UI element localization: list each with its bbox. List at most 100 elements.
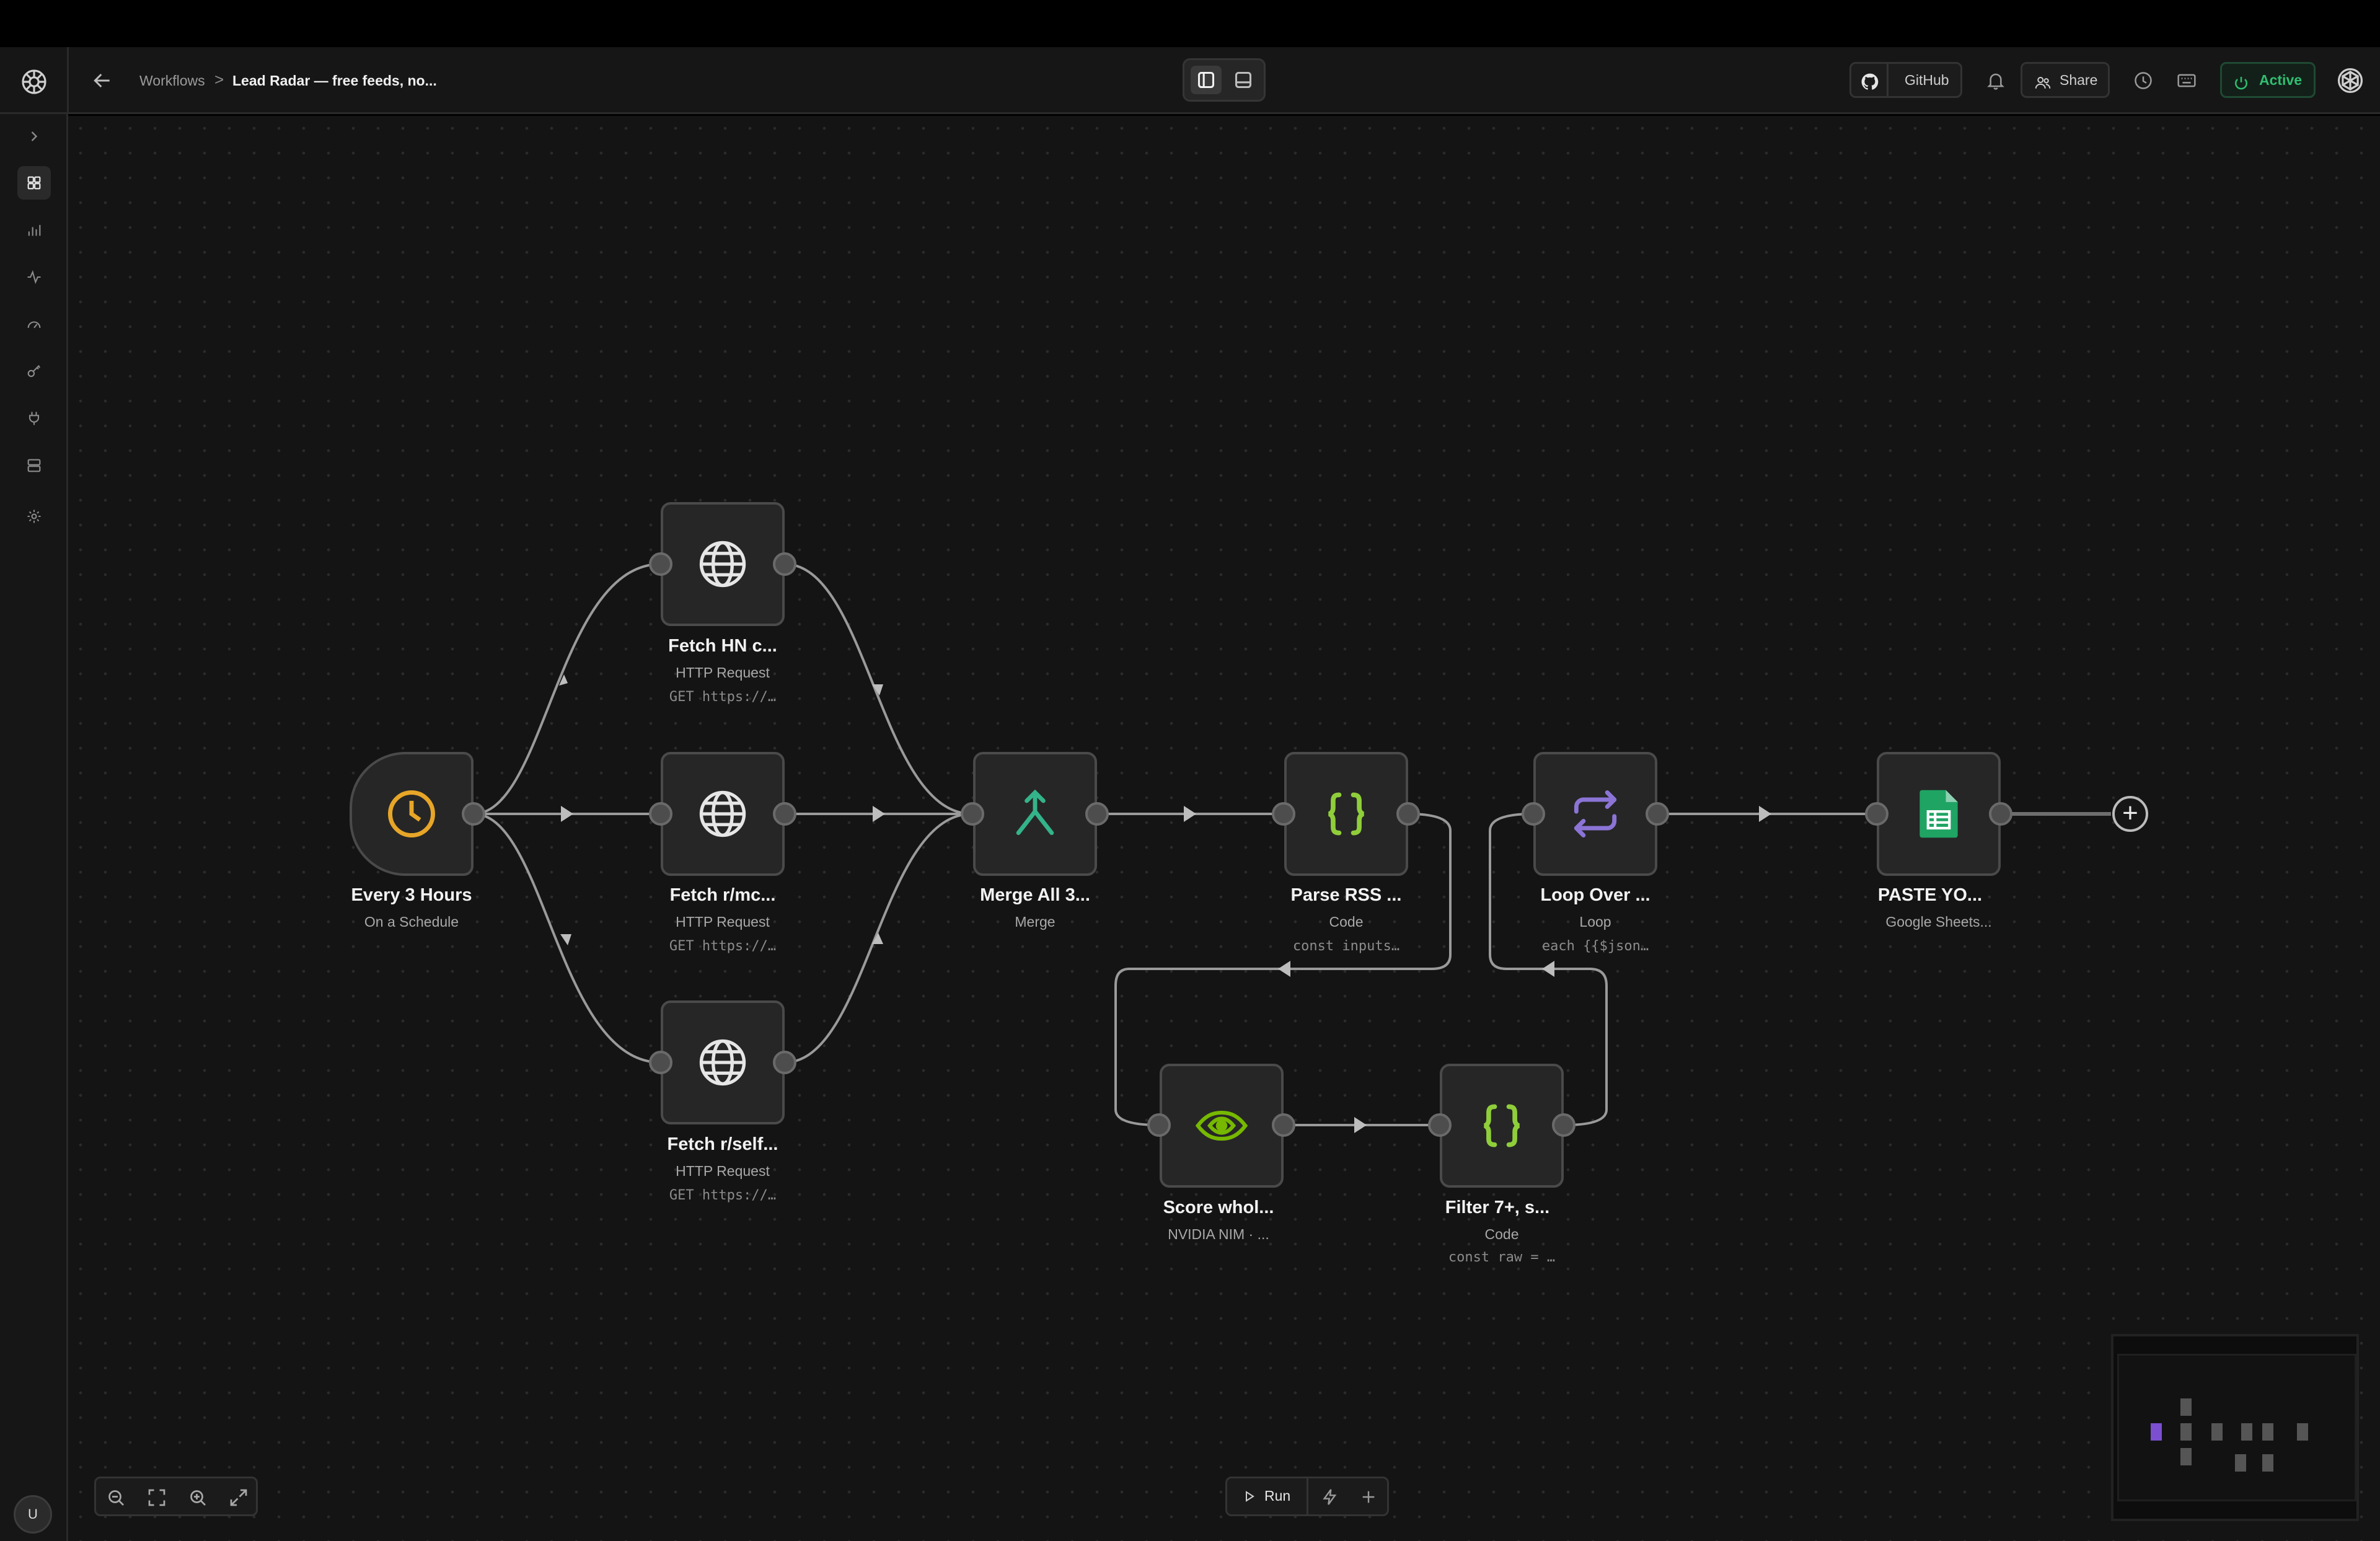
edge-fetch-hn-merge (784, 563, 972, 815)
node-subtitle: HTTP Request (676, 665, 770, 681)
node-fetch-rmc[interactable] (661, 752, 785, 876)
edge-fetch-rself-merge (784, 813, 972, 1064)
node-title: PASTE YO... (1877, 885, 1983, 905)
globe-icon (694, 536, 751, 593)
input-handle[interactable] (1272, 802, 1295, 826)
gauge-icon[interactable] (17, 307, 51, 341)
view-toggle (1183, 58, 1266, 102)
database-icon[interactable] (17, 449, 51, 482)
github-label: GitHub (1905, 72, 1949, 88)
node-subtitle: HTTP Request (676, 1163, 770, 1179)
nvidia-icon (1193, 1097, 1250, 1154)
fit-view-icon[interactable] (146, 1486, 168, 1509)
node-title: Score whol... (1163, 1198, 1274, 1217)
settings-icon[interactable] (17, 500, 51, 533)
run-button[interactable]: Run (1233, 1482, 1302, 1511)
node-code-preview: const inputs… (1292, 938, 1400, 954)
dashboard-icon[interactable] (17, 166, 51, 200)
minimap-node (2180, 1398, 2192, 1416)
add-node-button[interactable]: + (2112, 796, 2148, 832)
input-handle[interactable] (961, 802, 984, 826)
bar-chart-icon[interactable] (17, 213, 51, 247)
minimap[interactable] (2111, 1334, 2359, 1521)
expand-icon[interactable] (17, 120, 51, 153)
input-handle[interactable] (1865, 802, 1889, 826)
input-handle[interactable] (649, 802, 672, 826)
lightning-icon[interactable] (1320, 1487, 1340, 1507)
history-icon[interactable] (2131, 68, 2156, 93)
output-handle[interactable] (1272, 1113, 1295, 1137)
output-handle[interactable] (1989, 802, 2012, 826)
output-handle[interactable] (1646, 802, 1669, 826)
output-handle[interactable] (1396, 802, 1420, 826)
node-code-preview: GET https://… (669, 1188, 777, 1203)
openai-logo-icon[interactable] (2334, 64, 2366, 97)
play-icon (1246, 1491, 1254, 1502)
breadcrumb-separator: > (214, 70, 224, 89)
minimap-node (2262, 1454, 2273, 1472)
node-google-sheets[interactable] (1877, 752, 2001, 876)
node-filter[interactable] (1440, 1064, 1564, 1188)
output-handle[interactable] (1085, 802, 1109, 826)
node-title: Fetch r/mc... (669, 885, 776, 905)
node-schedule-trigger[interactable] (350, 752, 474, 876)
plug-icon[interactable] (17, 402, 51, 435)
bell-icon[interactable] (1983, 68, 2008, 93)
breadcrumb-workflows[interactable]: Workflows (139, 73, 205, 89)
node-title: Fetch HN c... (668, 636, 777, 656)
minimap-node (2180, 1423, 2192, 1441)
node-score-nvidia[interactable] (1160, 1064, 1284, 1188)
zoom-out-icon[interactable] (105, 1486, 127, 1509)
output-handle[interactable] (462, 802, 485, 826)
bottom-panel-layout-icon[interactable] (1228, 66, 1259, 94)
node-code-preview: GET https://… (669, 938, 777, 954)
workflow-title[interactable]: Lead Radar — free feeds, no... (232, 73, 437, 89)
minimap-node (2180, 1448, 2192, 1465)
node-code-preview: each {{$json… (1541, 938, 1649, 954)
input-handle[interactable] (1522, 802, 1545, 826)
github-button[interactable]: GitHub (1849, 62, 1962, 98)
node-merge[interactable] (973, 752, 1097, 876)
node-fetch-hn[interactable] (661, 502, 785, 626)
zoom-in-icon[interactable] (187, 1486, 209, 1509)
node-subtitle: HTTP Request (676, 914, 770, 930)
add-icon[interactable] (1359, 1487, 1378, 1507)
run-toolbar: Run (1225, 1477, 1389, 1516)
back-arrow-icon[interactable] (90, 68, 115, 93)
node-code-preview: GET https://… (669, 689, 777, 705)
node-fetch-rself[interactable] (661, 1000, 785, 1124)
share-button[interactable]: Share (2021, 62, 2110, 98)
active-toggle-button[interactable]: Active (2220, 62, 2316, 98)
app-logo-icon[interactable] (17, 65, 51, 99)
left-sidebar (0, 114, 68, 1541)
node-parse-rss[interactable] (1284, 752, 1408, 876)
sidebar-layout-icon[interactable] (1191, 66, 1222, 94)
key-icon[interactable] (17, 355, 51, 388)
user-avatar[interactable]: U (14, 1495, 52, 1534)
share-label: Share (2060, 72, 2098, 88)
input-handle[interactable] (649, 1051, 672, 1074)
top-bar-divider (67, 47, 69, 114)
output-handle[interactable] (1552, 1113, 1576, 1137)
minimap-node (2262, 1423, 2273, 1441)
output-handle[interactable] (773, 1051, 796, 1074)
window-top-strip (0, 0, 2380, 47)
braces-icon (1318, 785, 1375, 842)
activity-icon[interactable] (17, 260, 51, 294)
output-handle[interactable] (773, 552, 796, 576)
keyboard-icon[interactable] (2174, 68, 2199, 93)
node-loop[interactable] (1533, 752, 1657, 876)
node-subtitle: Merge (1015, 914, 1056, 930)
fullscreen-icon[interactable] (227, 1486, 250, 1509)
node-title: Filter 7+, s... (1445, 1198, 1550, 1217)
edge-schedule-fetch-rself (473, 813, 661, 1064)
minimap-node (2241, 1423, 2252, 1441)
node-subtitle: Code (1484, 1226, 1519, 1242)
input-handle[interactable] (1428, 1113, 1452, 1137)
globe-icon (694, 1034, 751, 1091)
input-handle[interactable] (1147, 1113, 1171, 1137)
input-handle[interactable] (649, 552, 672, 576)
run-divider (1307, 1478, 1308, 1514)
output-handle[interactable] (773, 802, 796, 826)
github-divider (1887, 64, 1889, 96)
